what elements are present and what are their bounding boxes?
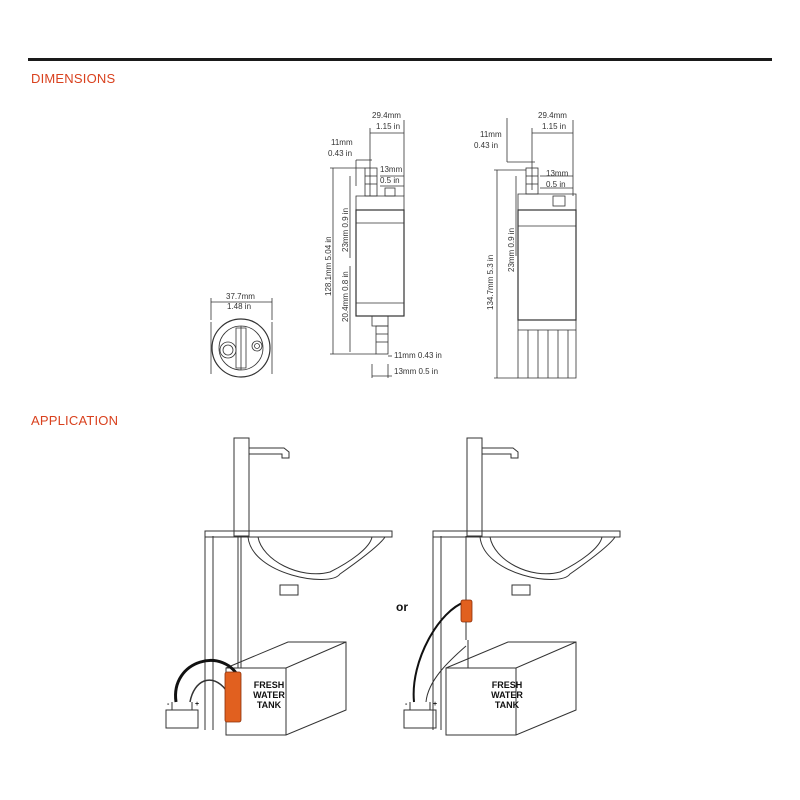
- battery-1-plus: +: [195, 701, 199, 708]
- application-diagram-submerged: [165, 437, 393, 736]
- pump-a-bottom-nozzle: 13mm 0.5 in: [394, 367, 438, 376]
- tank-2-label-line-1: FRESH: [492, 680, 523, 690]
- pump-b-nozzle-in: 0.5 in: [546, 180, 566, 189]
- pump-a-bottom-outlet: 11mm 0.43 in: [394, 351, 442, 360]
- application-heading: APPLICATION: [31, 413, 119, 428]
- pump-b-top-height: 23mm 0.9 in: [507, 228, 516, 272]
- pump-a-top-width-in: 1.15 in: [376, 122, 400, 131]
- wire-red-2: [425, 645, 467, 703]
- pump-a-nozzle-mm: 13mm: [380, 165, 403, 174]
- pump-b-top-width-mm: 29.4mm: [538, 111, 567, 120]
- dimensions-heading: DIMENSIONS: [31, 71, 116, 86]
- wire-red-1: [189, 679, 227, 703]
- pump-a-top-height: 23mm 0.9 in: [341, 208, 350, 252]
- pump-a-outlet-mm: 11mm: [331, 138, 353, 147]
- pump-a-top-width-mm: 29.4mm: [372, 111, 401, 120]
- submerged-pump: [224, 671, 242, 723]
- top-view-width-in: 1.48 in: [227, 302, 251, 311]
- tank-1-label-line-2: WATER: [253, 690, 285, 700]
- battery-1-minus: -: [167, 701, 170, 708]
- tank-2-label-line-2: WATER: [491, 690, 523, 700]
- top-divider-line: [28, 58, 772, 61]
- or-label: or: [396, 600, 408, 614]
- pump-a-total-height: 128.1mm 5.04 in: [324, 236, 333, 296]
- wire-black-1: [174, 659, 242, 703]
- battery-2-minus: -: [405, 701, 408, 708]
- wire-black-2: [412, 601, 466, 703]
- pump-b-outlet-mm: 11mm: [480, 130, 502, 139]
- pump-b-total-height: 134.7mm 5.3 in: [486, 255, 495, 310]
- pump-top-view: [210, 298, 273, 378]
- pump-a-side-view: [330, 120, 405, 378]
- pump-a-outlet-in: 0.43 in: [328, 149, 352, 158]
- pump-b-nozzle-mm: 13mm: [546, 169, 569, 178]
- tank-1-label-line-1: FRESH: [254, 680, 285, 690]
- pump-a-nozzle-in: 0.5 in: [380, 176, 400, 185]
- tank-1-label-line-3: TANK: [257, 700, 282, 710]
- pump-a-bottom-height: 20.4mm 0.8 in: [341, 271, 350, 322]
- tank-2-label-line-3: TANK: [495, 700, 520, 710]
- top-view-width-mm: 37.7mm: [226, 292, 255, 301]
- pump-b-side-view: [494, 118, 577, 379]
- pump-b-outlet-in: 0.43 in: [474, 141, 498, 150]
- inline-pump: [460, 599, 473, 623]
- battery-2-plus: +: [433, 701, 437, 708]
- pump-b-top-width-in: 1.15 in: [542, 122, 566, 131]
